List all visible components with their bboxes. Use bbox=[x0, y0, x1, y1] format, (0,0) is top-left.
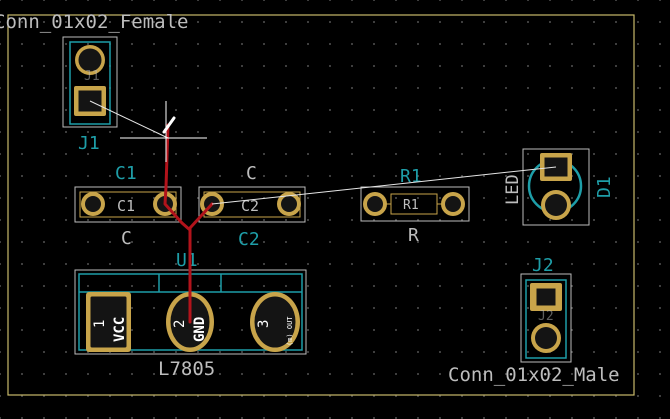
c2-courtyard bbox=[198, 186, 306, 223]
u1-pin3-number: 3 bbox=[256, 320, 272, 328]
c1-reference: C1 bbox=[115, 163, 137, 184]
c2-reference: C2 bbox=[238, 229, 260, 250]
c1-courtyard bbox=[74, 186, 182, 223]
copper-tracks[interactable] bbox=[163, 123, 214, 324]
j1-value: Conn_01x02_Female bbox=[0, 11, 188, 33]
footprint-u1[interactable]: 1 VCC 2 GND 3 (m) OUT U1 L7805 bbox=[74, 250, 307, 380]
d1-reference: D1 bbox=[594, 176, 615, 198]
j2-value: Conn_01x02_Male bbox=[448, 364, 620, 386]
footprint-j2[interactable]: J2 J2 Conn_01x02_Male bbox=[448, 255, 620, 386]
board-outline bbox=[7, 14, 635, 396]
j2-courtyard bbox=[520, 273, 572, 363]
u1-value: L7805 bbox=[158, 358, 215, 380]
r1-courtyard bbox=[360, 186, 470, 222]
d1-value: LED bbox=[503, 174, 523, 205]
r1-fab-ref: R1 bbox=[403, 198, 419, 213]
c1-value: C bbox=[121, 228, 132, 249]
r1-value: R bbox=[408, 225, 419, 246]
j1-courtyard bbox=[62, 36, 118, 128]
ratsnest-j1-c1 bbox=[89, 100, 169, 139]
u1-pin1-number: 1 bbox=[92, 320, 108, 328]
d1-courtyard bbox=[522, 148, 590, 226]
footprint-j1[interactable]: J1 J1 Conn_01x02_Female bbox=[0, 11, 188, 154]
c2-fab-ref: C2 bbox=[241, 197, 259, 215]
ratsnest bbox=[89, 100, 557, 205]
track-gnd-2[interactable] bbox=[188, 202, 214, 324]
u1-pin3-name: (m) OUT bbox=[286, 316, 294, 346]
footprint-r1[interactable]: R1 R1 R bbox=[360, 166, 470, 246]
j2-reference: J2 bbox=[532, 255, 554, 276]
j2-fab-ref: J2 bbox=[538, 309, 554, 324]
j2-fab-outline bbox=[525, 279, 567, 359]
c2-value: C bbox=[246, 163, 257, 184]
u1-pin2-number: 2 bbox=[172, 320, 188, 328]
j1-reference: J1 bbox=[78, 133, 100, 154]
u1-pin1-name: VCC bbox=[112, 317, 128, 342]
j1-fab-outline bbox=[69, 41, 111, 125]
footprint-d1[interactable]: LED D1 bbox=[503, 148, 615, 226]
track-gnd-1[interactable] bbox=[163, 123, 192, 232]
ratsnest-c2-d1 bbox=[211, 166, 557, 205]
crosshair-icon bbox=[120, 101, 207, 162]
footprint-c2[interactable]: C C2 C2 bbox=[198, 163, 306, 250]
u1-reference: U1 bbox=[176, 250, 198, 271]
footprint-c1[interactable]: C1 C1 C bbox=[74, 163, 182, 249]
c1-fab-ref: C1 bbox=[117, 197, 135, 215]
u1-pin2-name: GND bbox=[192, 317, 208, 342]
j1-fab-ref: J1 bbox=[84, 69, 100, 84]
